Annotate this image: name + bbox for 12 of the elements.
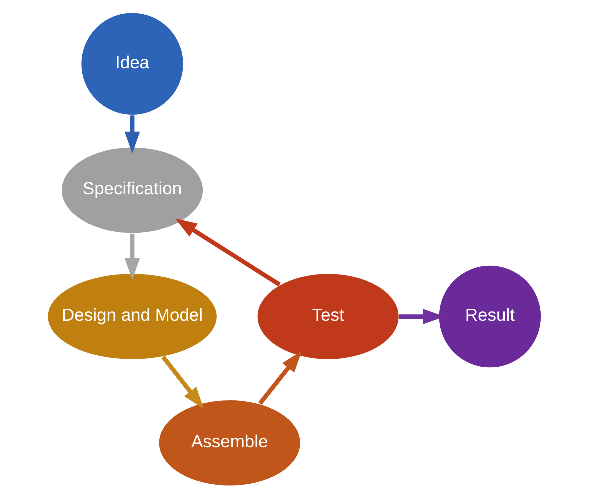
node-ellipse: Design and Model (47, 273, 218, 361)
arrow (399, 309, 446, 324)
node-ellipse: Test (256, 273, 400, 361)
arrow (175, 218, 281, 287)
node-ellipse: Specification (60, 146, 204, 234)
node-circle: Result (438, 264, 542, 369)
arrow (124, 234, 140, 280)
arrow (124, 116, 140, 154)
arrow (162, 356, 204, 410)
node-circle: Idea (80, 12, 184, 116)
node-ellipse: Assemble (158, 399, 302, 487)
arrow (258, 350, 302, 406)
